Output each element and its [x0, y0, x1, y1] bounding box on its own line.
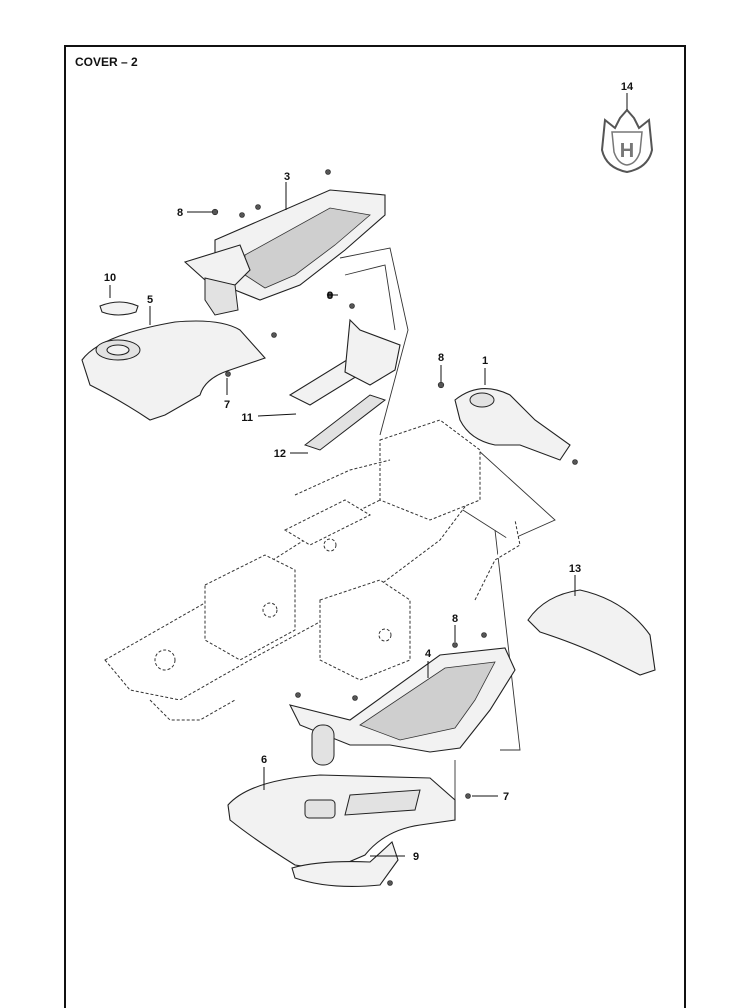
callout-5: 5 [147, 294, 153, 306]
callout-14: 14 [621, 81, 634, 93]
part-12-strip [303, 394, 387, 451]
callout-3: 3 [284, 171, 290, 183]
callout-9: 9 [413, 851, 419, 863]
diagram-frame [64, 45, 686, 1008]
part-3-upper-mat-cover [183, 189, 386, 316]
callout-8-lower: 8 [452, 613, 458, 625]
part-6-lower-fender [227, 774, 456, 871]
callout-labels: 14 3 8 10 5 8 7 8 1 11 12 13 8 4 6 7 9 [104, 81, 634, 863]
part-5-left-fender [81, 320, 266, 421]
part-13-rear-cover [527, 589, 656, 676]
tractor-frame [104, 419, 521, 721]
part-1-right-fender [454, 388, 571, 461]
part-9-trim [291, 841, 399, 888]
leader-lines [109, 93, 628, 857]
callout-11: 11 [241, 412, 253, 424]
callout-8-mid: 8 [327, 290, 333, 302]
callout-8-right: 8 [438, 352, 444, 364]
part-4-lower-mat-cover [288, 647, 516, 766]
callout-12: 12 [274, 448, 286, 460]
callout-6: 6 [261, 754, 267, 766]
callout-10: 10 [104, 272, 116, 284]
part-2-panel [344, 318, 401, 386]
callout-13: 13 [569, 563, 581, 575]
page-title: COVER – 2 [75, 55, 138, 69]
callout-7-left: 7 [224, 399, 230, 411]
callout-7-right: 7 [503, 791, 509, 803]
callout-1: 1 [482, 355, 488, 367]
fasteners [211, 169, 578, 886]
logo-letter: H [620, 140, 634, 162]
callout-4: 4 [425, 648, 432, 660]
callout-8-top: 8 [177, 207, 183, 219]
husqvarna-crown-logo-icon: H [600, 108, 654, 174]
part-10-cup-holder [99, 301, 139, 316]
